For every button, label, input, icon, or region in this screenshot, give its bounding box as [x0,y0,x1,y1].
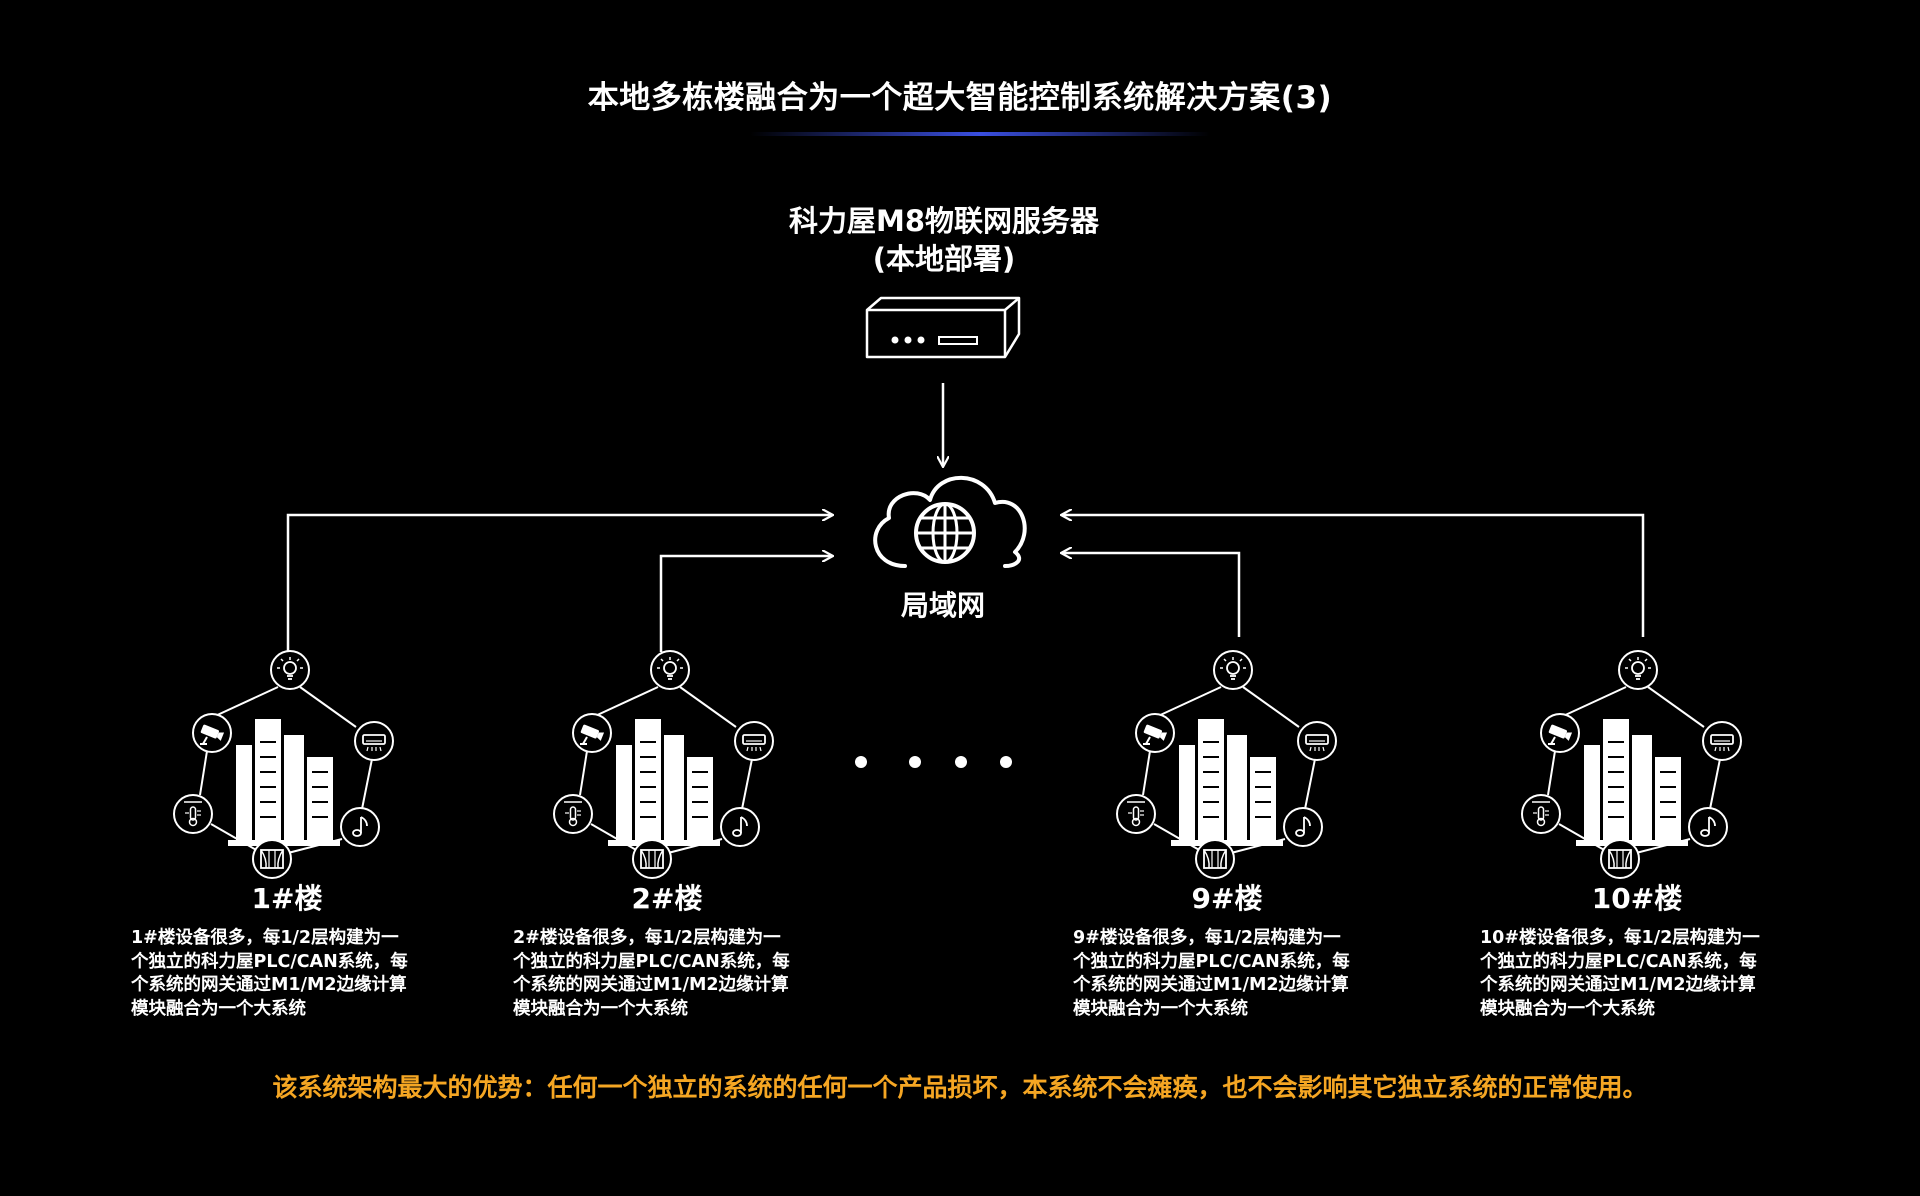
desc-line: 个系统的网关通过M1/M2边缘计算 [513,975,789,995]
building-desc-10: 10#楼设备很多，每1/2层构建为一 个独立的科力屋PLC/CAN系统，每 个系… [1480,927,1800,1021]
desc-line: 个系统的网关通过M1/M2边缘计算 [1480,975,1756,995]
building-cluster-9 [1116,650,1337,879]
server-icon [865,296,1021,359]
building-label-2: 2#楼 [631,882,703,915]
advantage-note: 该系统架构最大的优势：任何一个独立的系统的任何一个产品损坏，本系统不会瘫痪，也不… [272,1073,1648,1102]
building-label-9: 9#楼 [1191,882,1263,915]
desc-line: 个独立的科力屋PLC/CAN系统，每 [131,951,408,972]
desc-line: 模块融合为一个大系统 [513,998,688,1019]
building-10-link [1062,515,1645,637]
server-title: 科力屋M8物联网服务器 [788,204,1100,238]
building-2-link [659,556,832,652]
ellipsis-dots [855,756,1012,768]
building-cluster-2 [553,650,774,879]
desc-line: 个独立的科力屋PLC/CAN系统，每 [1480,951,1757,972]
desc-line: 个系统的网关通过M1/M2边缘计算 [131,975,407,995]
building-desc-2: 2#楼设备很多，每1/2层构建为一 个独立的科力屋PLC/CAN系统，每 个系统… [513,927,833,1021]
desc-line: 1#楼设备很多，每1/2层构建为一 [131,928,399,948]
server-subtitle: (本地部署) [872,242,1016,276]
desc-line: 模块融合为一个大系统 [131,998,306,1019]
desc-line: 个独立的科力屋PLC/CAN系统，每 [1073,951,1350,972]
building-1-link [286,515,832,652]
building-cluster-1 [173,650,394,879]
desc-line: 个独立的科力屋PLC/CAN系统，每 [513,951,790,972]
cloud-globe-icon [873,475,1027,568]
desc-line: 个系统的网关通过M1/M2边缘计算 [1073,975,1349,995]
lan-label: 局域网 [900,589,985,622]
desc-line: 10#楼设备很多，每1/2层构建为一 [1480,928,1760,948]
desc-line: 模块融合为一个大系统 [1073,998,1248,1019]
building-9-link [1062,553,1241,637]
desc-line: 2#楼设备很多，每1/2层构建为一 [513,928,781,948]
title-underline [750,132,1210,136]
building-cluster-10 [1521,650,1742,879]
building-desc-9: 9#楼设备很多，每1/2层构建为一 个独立的科力屋PLC/CAN系统，每 个系统… [1073,927,1393,1021]
page-title: 本地多栋楼融合为一个超大智能控制系统解决方案(3) [587,80,1333,116]
building-label-1: 1#楼 [251,882,323,915]
building-label-10: 10#楼 [1591,882,1683,915]
desc-line: 9#楼设备很多，每1/2层构建为一 [1073,928,1341,948]
desc-line: 模块融合为一个大系统 [1480,998,1655,1019]
building-desc-1: 1#楼设备很多，每1/2层构建为一 个独立的科力屋PLC/CAN系统，每 个系统… [131,927,451,1021]
